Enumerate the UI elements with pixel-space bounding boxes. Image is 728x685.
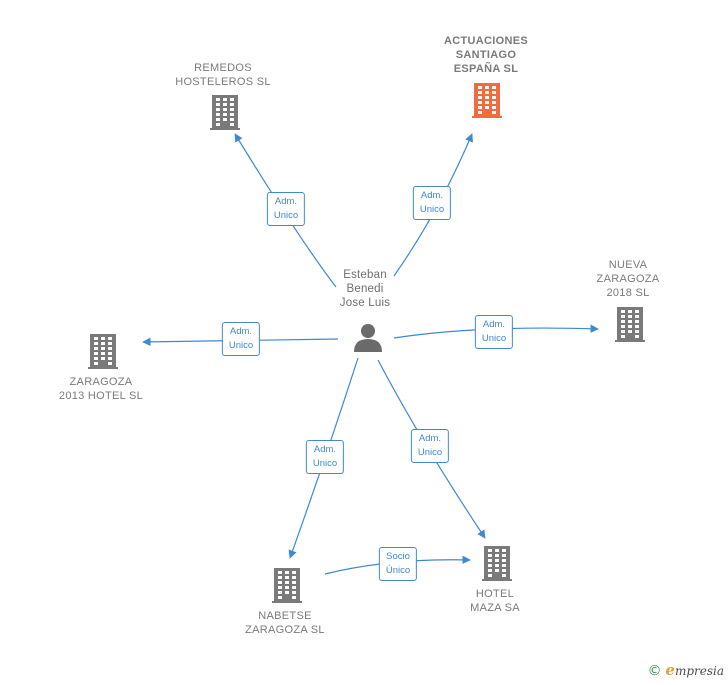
company-label-nueva-line: NUEVA <box>608 259 648 271</box>
copyright-mark: © <box>647 663 662 679</box>
company-label-actuaciones-line: ESPAÑA SL <box>453 63 519 75</box>
company-label-actuaciones-line: ACTUACIONES <box>444 35 528 47</box>
company-label-maza[interactable]: HOTEL MAZA SA <box>470 587 520 615</box>
building-icon[interactable] <box>210 95 240 130</box>
company-label-nabetse-line: ZARAGOZA SL <box>245 624 325 636</box>
company-label-maza-line: MAZA SA <box>470 602 520 614</box>
company-label-remedos[interactable]: REMEDOS HOSTELEROS SL <box>175 61 271 89</box>
company-label-maza-line: HOTEL <box>475 588 515 600</box>
company-label-nabetse-line: NABETSE <box>258 610 312 622</box>
relation-label-line: Adm. <box>418 433 442 444</box>
person-name-line: Esteban <box>343 269 387 281</box>
relation-label-person-remedos[interactable]: Adm. Unico <box>266 192 306 226</box>
relation-label-line: Unico <box>273 210 299 221</box>
brand-initial: e <box>665 661 675 679</box>
company-label-actuaciones-line: SANTIAGO <box>455 49 517 61</box>
building-icon[interactable] <box>472 83 502 118</box>
relation-label-line: Unico <box>419 204 445 215</box>
company-label-actuaciones[interactable]: ACTUACIONES SANTIAGO ESPAÑA SL <box>444 34 528 76</box>
relation-label-line: Unico <box>481 333 507 344</box>
company-label-zaragoza2013-line: 2013 HOTEL SL <box>58 390 144 402</box>
relation-label-line: Adm. <box>482 319 506 330</box>
relation-label-line: Unico <box>417 447 443 458</box>
person-name-line: Benedi <box>346 283 384 295</box>
relation-label-line: Único <box>385 565 411 576</box>
relation-label-person-nueva[interactable]: Adm. Unico <box>474 315 514 349</box>
company-label-zaragoza2013-line: ZARAGOZA <box>69 376 133 388</box>
relation-label-line: Adm. <box>229 326 253 337</box>
relation-label-line: Adm. <box>420 190 444 201</box>
relation-label-person-maza[interactable]: Adm. Unico <box>410 429 450 463</box>
company-label-remedos-line: HOSTELEROS SL <box>175 76 271 88</box>
relation-label-line: Unico <box>228 340 254 351</box>
relation-label-line: Unico <box>312 458 338 469</box>
company-label-remedos-line: REMEDOS <box>194 62 252 74</box>
relation-label-line: Adm. <box>274 196 298 207</box>
company-label-nueva[interactable]: NUEVA ZARAGOZA 2018 SL <box>597 258 660 300</box>
building-icon[interactable] <box>88 334 118 369</box>
building-icon[interactable] <box>615 307 645 342</box>
empresia-logo: © empresia <box>648 661 724 679</box>
brand-name: mpresia <box>674 664 724 678</box>
relation-label-person-actuaciones[interactable]: Adm. Unico <box>412 186 452 220</box>
person-icon[interactable] <box>354 324 382 352</box>
building-icon[interactable] <box>482 546 512 581</box>
company-label-zaragoza2013[interactable]: ZARAGOZA 2013 HOTEL SL <box>59 375 143 403</box>
relation-label-line: Adm. <box>313 444 337 455</box>
company-label-nueva-line: ZARAGOZA <box>596 273 660 285</box>
company-label-nabetse[interactable]: NABETSE ZARAGOZA SL <box>245 609 325 637</box>
company-label-nueva-line: 2018 SL <box>606 287 650 299</box>
building-icon[interactable] <box>272 568 302 603</box>
relation-label-person-zaragoza2013[interactable]: Adm. Unico <box>221 322 261 356</box>
relation-label-line: Socio <box>386 551 410 562</box>
relation-label-person-nabetse[interactable]: Adm. Unico <box>305 440 345 474</box>
person-name-line: Jose Luis <box>339 297 391 309</box>
